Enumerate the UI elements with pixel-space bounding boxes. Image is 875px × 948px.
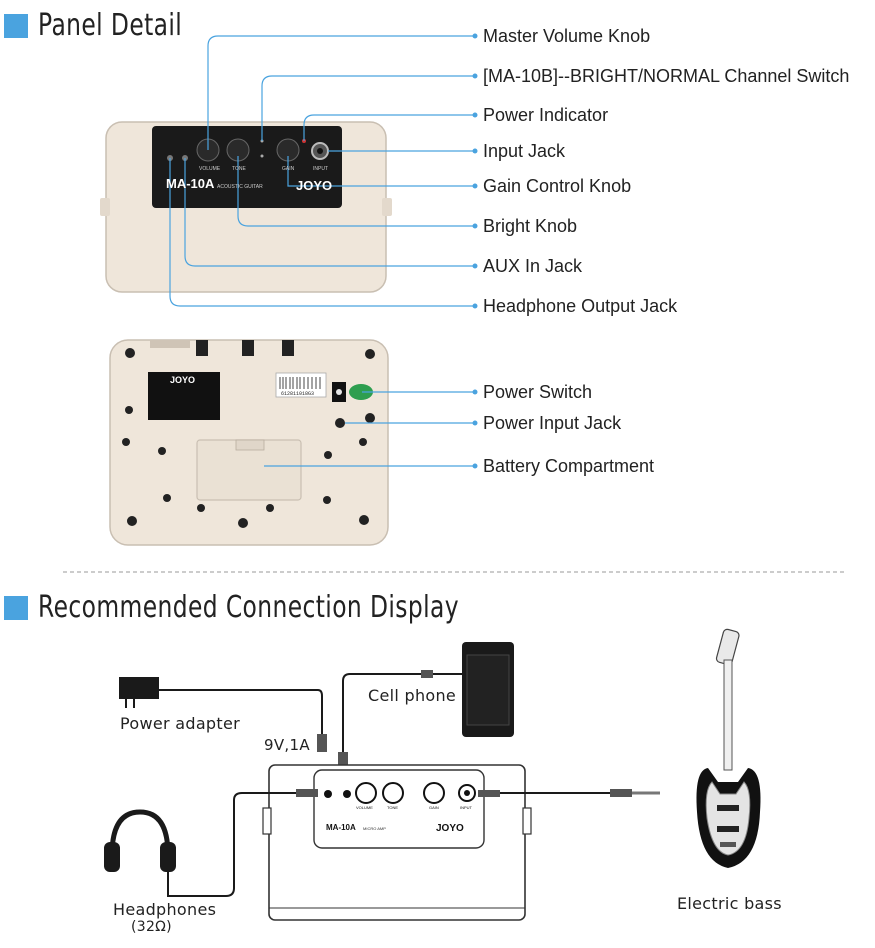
callout-input-jack: Input Jack [483, 141, 566, 161]
conn-knob-label-input: INPUT [460, 805, 473, 810]
front-amp-brand: JOYO [296, 178, 332, 193]
section-marker-icon [4, 13, 28, 38]
back-serial: 612811018G3 [281, 391, 314, 397]
callout-bright-knob: Bright Knob [483, 216, 578, 236]
front-knob-label-gain: GAIN [282, 166, 295, 172]
front-knob-label-input: INPUT [313, 166, 328, 172]
caption-power-adapter: Power adapter [120, 714, 240, 733]
conn-knob-label-gain: GAIN [429, 805, 439, 810]
caption-electric-bass: Electric bass [677, 894, 782, 913]
conn-knob-label-tone: TONE [387, 805, 398, 810]
callout-power-switch: Power Switch [483, 382, 593, 402]
callout-aux-jack: AUX In Jack [483, 256, 583, 276]
callout-headphone-jack: Headphone Output Jack [483, 296, 678, 316]
callout-master-volume: Master Volume Knob [483, 26, 651, 46]
caption-cell-phone: Cell phone [368, 686, 457, 705]
callout-power-indicator: Power Indicator [483, 105, 609, 125]
amp-back-illustration [109, 339, 389, 546]
caption-voltage: 9V,1A [264, 736, 310, 754]
callout-power-input-jack: Power Input Jack [483, 413, 622, 433]
conn-knob-label-volume: VOLUME [356, 805, 373, 810]
back-plate-brand: JOYO [170, 375, 195, 385]
callout-gain-knob: Gain Control Knob [483, 176, 632, 196]
connection-title: Recommended Connection Display [38, 590, 459, 625]
panel-detail-title: Panel Detail [38, 8, 183, 43]
front-amp-model: MA-10A [166, 176, 215, 191]
front-amp-sub: ACOUSTIC GUITAR [217, 184, 263, 190]
caption-headphones: Headphones [113, 900, 217, 919]
front-knob-label-tone: TONE [232, 166, 246, 172]
conn-amp-model: MA-10A [326, 823, 356, 832]
caption-impedance: (32Ω) [131, 919, 172, 935]
connection-diagram [104, 628, 761, 921]
callout-battery-compartment: Battery Compartment [483, 456, 655, 476]
front-knob-label-volume: VOLUME [199, 166, 221, 172]
conn-amp-brand: JOYO [436, 823, 464, 834]
section-marker-icon [4, 595, 28, 620]
conn-amp-sub: MICRO AMP [363, 826, 386, 831]
panel-detail-header: Panel Detail [4, 8, 223, 43]
leader-lines [169, 35, 475, 467]
connection-header: Recommended Connection Display [4, 590, 578, 625]
callout-channel-switch: [MA-10B]--BRIGHT/NORMAL Channel Switch [483, 66, 850, 86]
